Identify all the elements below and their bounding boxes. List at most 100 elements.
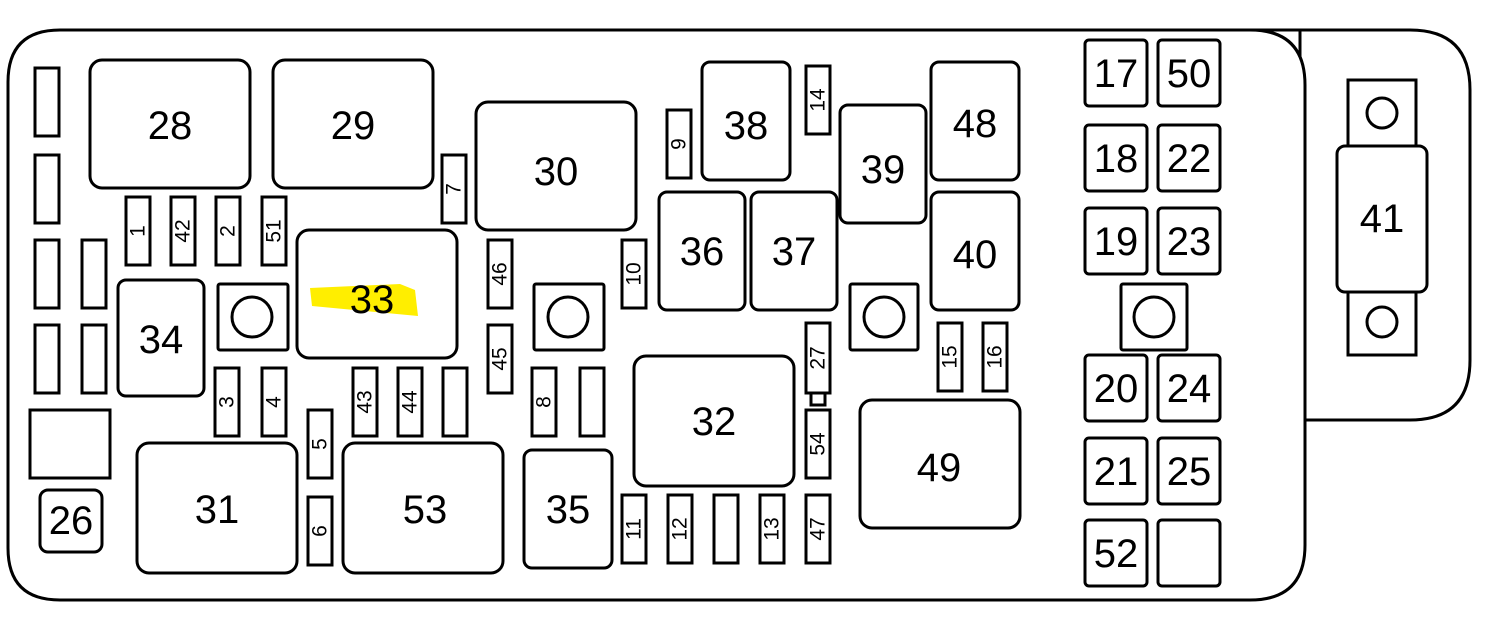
fuse-2: 2	[214, 195, 242, 267]
fuse-unlabeled	[33, 66, 61, 138]
relay-29: 29	[271, 58, 435, 190]
fuse-16: 16	[981, 321, 1009, 393]
relay-49-label: 49	[917, 446, 962, 490]
fuse-12: 12	[666, 493, 694, 565]
relay-48: 48	[929, 60, 1021, 182]
fuse-8: 8	[530, 366, 558, 438]
fuse-47: 47	[804, 493, 832, 565]
relay-32: 32	[632, 354, 796, 488]
fuse-54-label: 54	[807, 432, 830, 456]
fuse-5-label: 5	[309, 438, 332, 450]
fuse-unlabeled	[33, 323, 61, 395]
relay-31: 31	[135, 441, 299, 575]
relay-35: 35	[522, 448, 614, 570]
fuse-50: 50	[1156, 38, 1222, 108]
highlight-marker	[310, 284, 418, 316]
fuse-10-label: 10	[623, 262, 646, 285]
fuse-7-label: 7	[443, 183, 466, 195]
relay-53-label: 53	[403, 488, 448, 532]
fuse-20: 20	[1083, 353, 1149, 423]
fuse-23-label: 23	[1167, 220, 1212, 264]
fuse-46-label: 46	[489, 262, 512, 285]
fuse-51-label: 51	[263, 219, 286, 242]
relay-33-label: 33	[350, 278, 395, 322]
fuse-24: 24	[1156, 353, 1222, 423]
fuse-27: 27	[804, 321, 832, 407]
fuse-unlabeled	[712, 493, 740, 565]
relay-30-label: 30	[534, 150, 579, 194]
fuse-26-label: 26	[49, 499, 94, 543]
relay-53: 53	[341, 441, 505, 575]
block-unlabeled	[28, 408, 112, 480]
fuse-27-label: 27	[807, 346, 830, 369]
relay-36: 36	[657, 190, 747, 312]
fuse-unlabeled	[578, 366, 606, 438]
fuse-2-label: 2	[217, 225, 240, 237]
fuse-8-label: 8	[533, 396, 556, 408]
fuse-1: 1	[124, 195, 152, 267]
fuse-19: 19	[1083, 206, 1149, 276]
relay-36-label: 36	[680, 230, 725, 274]
fuse-42: 42	[169, 195, 197, 267]
fuse-unlabeled	[33, 238, 61, 310]
fuse-21: 21	[1083, 436, 1149, 506]
fuse-14: 14	[804, 64, 832, 136]
fuse-11: 11	[620, 493, 648, 565]
fuse-54: 54	[804, 408, 832, 480]
fuse-6: 6	[306, 495, 334, 567]
fuse-23: 23	[1156, 206, 1222, 276]
relay-28-label: 28	[148, 104, 193, 148]
mega-fuse-41: 41	[1335, 78, 1429, 357]
fuse-9-label: 9	[668, 138, 691, 150]
relay-35-label: 35	[546, 488, 591, 532]
fuse-unlabeled	[80, 238, 108, 310]
fuse-unlabeled	[441, 366, 469, 438]
fuse-3-label: 3	[216, 396, 239, 408]
fuse-7: 7	[440, 153, 468, 225]
relay-34: 34	[116, 278, 206, 398]
fuse-43-label: 43	[354, 390, 377, 413]
fuse-unlabeled	[33, 153, 61, 225]
stud-center	[532, 282, 606, 352]
fuse-5: 5	[306, 408, 334, 480]
relay-40: 40	[929, 190, 1021, 312]
relay-40-label: 40	[953, 233, 998, 277]
mega-fuse-41-label: 41	[1360, 197, 1405, 241]
fuse-14-label: 14	[807, 88, 830, 112]
fuse-17-label: 17	[1094, 52, 1139, 96]
fuse-24-label: 24	[1167, 367, 1212, 411]
stud-left	[216, 282, 290, 352]
relay-29-label: 29	[331, 104, 376, 148]
fuse-45-label: 45	[489, 347, 512, 370]
fuse-10: 10	[620, 238, 648, 310]
relay-32-label: 32	[692, 400, 737, 444]
stud-right	[848, 282, 920, 352]
fuse-4-label: 4	[263, 396, 286, 408]
stud-far-right	[1119, 282, 1189, 352]
relay-28: 28	[88, 58, 252, 190]
fuse-19-label: 19	[1094, 220, 1139, 264]
fuse-25: 25	[1156, 436, 1222, 506]
relay-30: 30	[474, 100, 638, 232]
fuse-11-label: 11	[623, 518, 646, 540]
fuse-17: 17	[1083, 38, 1149, 108]
fuse-52: 52	[1083, 518, 1149, 588]
relay-39-label: 39	[861, 148, 906, 192]
relay-34-label: 34	[139, 318, 184, 362]
fuse-22-label: 22	[1167, 137, 1212, 181]
fuse-42-label: 42	[172, 219, 195, 242]
fuse-18-label: 18	[1094, 137, 1139, 181]
fuse-20-label: 20	[1094, 367, 1139, 411]
fuse-43: 43	[351, 366, 379, 438]
fuse-21-label: 21	[1094, 450, 1139, 494]
fuse-45: 45	[486, 323, 514, 395]
fuse-50-label: 50	[1167, 52, 1212, 96]
fuse-18: 18	[1083, 123, 1149, 193]
relay-48-label: 48	[953, 102, 998, 146]
relay-37-label: 37	[772, 230, 817, 274]
fuse-4: 4	[260, 366, 288, 438]
relay-33: 33	[295, 228, 459, 360]
relay-38-label: 38	[724, 104, 769, 148]
fuse-12-label: 12	[669, 517, 692, 540]
